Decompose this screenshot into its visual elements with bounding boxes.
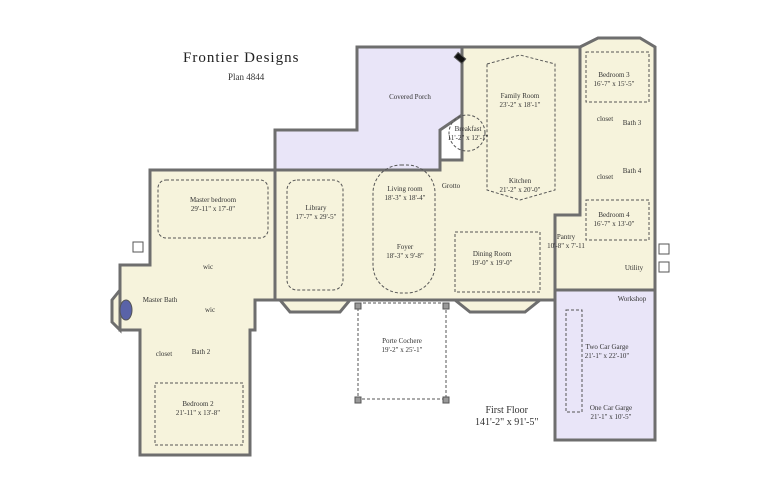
column xyxy=(354,396,362,404)
fireplace-icon xyxy=(453,51,467,65)
room-size: 21'-1" x 22'-10" xyxy=(584,352,630,360)
room-name: Master bedroom xyxy=(189,196,237,204)
room-size: 16'-7" x 15'-5" xyxy=(593,80,635,88)
room-name: Two Car Garge xyxy=(585,343,629,351)
plan-number: Plan 4844 xyxy=(228,72,265,82)
bath-2-label: Bath 2 xyxy=(191,348,211,356)
bathtub-icon xyxy=(119,299,133,321)
room-name: Kitchen xyxy=(508,177,532,185)
room-size: 18'-3" x 9'-8" xyxy=(386,252,424,260)
wic-label: wic xyxy=(204,306,216,314)
room-name: Dining Room xyxy=(472,250,512,258)
closet-label: closet xyxy=(596,115,614,123)
workshop-outline xyxy=(565,309,583,413)
room-name: Bedroom 4 xyxy=(598,211,630,219)
master-bath-tub-bay xyxy=(110,285,122,334)
room-name: Bedroom 3 xyxy=(598,71,630,79)
room-name: One Car Garge xyxy=(589,404,633,412)
porte-cochere-outline xyxy=(357,302,447,400)
room-size: 29'-11" x 17'-0" xyxy=(190,205,236,213)
room-size: 17'-7" x 29'-5" xyxy=(295,213,337,221)
room-size: 21'-1" x 10'-5" xyxy=(590,413,632,421)
room-size: 16'-7" x 13'-0" xyxy=(593,220,635,228)
column xyxy=(354,302,362,310)
library-ceiling xyxy=(286,179,344,291)
room-name: Foyer xyxy=(396,243,414,251)
utility-label: Utility xyxy=(624,264,644,272)
column xyxy=(442,396,450,404)
master-bedroom-ceiling xyxy=(157,179,269,239)
dining-bay xyxy=(450,298,545,314)
master-bath-label: Master Bath xyxy=(142,296,178,304)
workshop-label: Workshop xyxy=(617,295,647,303)
garage-area xyxy=(553,288,657,442)
bedroom-3-ceiling xyxy=(585,51,650,103)
closet-label: closet xyxy=(596,173,614,181)
library-bay xyxy=(276,298,354,314)
room-size: 19'-0" x 19'-0" xyxy=(471,259,513,267)
floor-name: First Floor xyxy=(485,405,528,416)
room-name: Porte Cochere xyxy=(382,337,422,345)
master-wing xyxy=(118,168,277,457)
outside-box xyxy=(658,243,670,255)
outside-box xyxy=(658,261,670,273)
room-name: Family Room xyxy=(500,92,540,100)
family-room-ceiling xyxy=(486,54,556,201)
covered-porch-label: Covered Porch xyxy=(389,93,431,101)
brand-logo: Frontier Designs xyxy=(183,50,300,66)
room-name: Pantry xyxy=(556,233,576,241)
wic-label: wic xyxy=(202,263,214,271)
closet-label: closet xyxy=(155,350,173,358)
grotto-label: Grotto xyxy=(441,182,461,190)
living-ceiling xyxy=(372,164,436,294)
room-name: Breakfast xyxy=(454,125,482,133)
outside-box xyxy=(132,241,144,253)
room-size: 19'-2" x 25'-1" xyxy=(381,346,423,354)
room-size: 10'-8" x 7'-11 xyxy=(547,242,585,250)
bath-4-label: Bath 4 xyxy=(622,167,642,175)
breakfast-ceiling xyxy=(448,114,486,152)
bedroom-4-ceiling xyxy=(585,199,650,241)
room-size: 11'-2" x 12'-1" xyxy=(447,134,489,142)
room-name: Living room xyxy=(387,185,423,193)
dining-ceiling xyxy=(454,231,541,293)
covered-porch-area xyxy=(273,45,464,172)
room-name: Library xyxy=(305,204,327,212)
bath-3-label: Bath 3 xyxy=(622,119,642,127)
room-size: 21'-11" x 13'-8" xyxy=(175,409,221,417)
room-size: 21'-2" x 20'-0" xyxy=(499,186,541,194)
room-size: 18'-3" x 18'-4" xyxy=(384,194,426,202)
room-name: Bedroom 2 xyxy=(182,400,214,408)
room-size: 23'-2" x 18'-1" xyxy=(499,101,541,109)
floor-dimensions: 141'-2" x 91'-5" xyxy=(475,417,539,428)
column xyxy=(442,302,450,310)
